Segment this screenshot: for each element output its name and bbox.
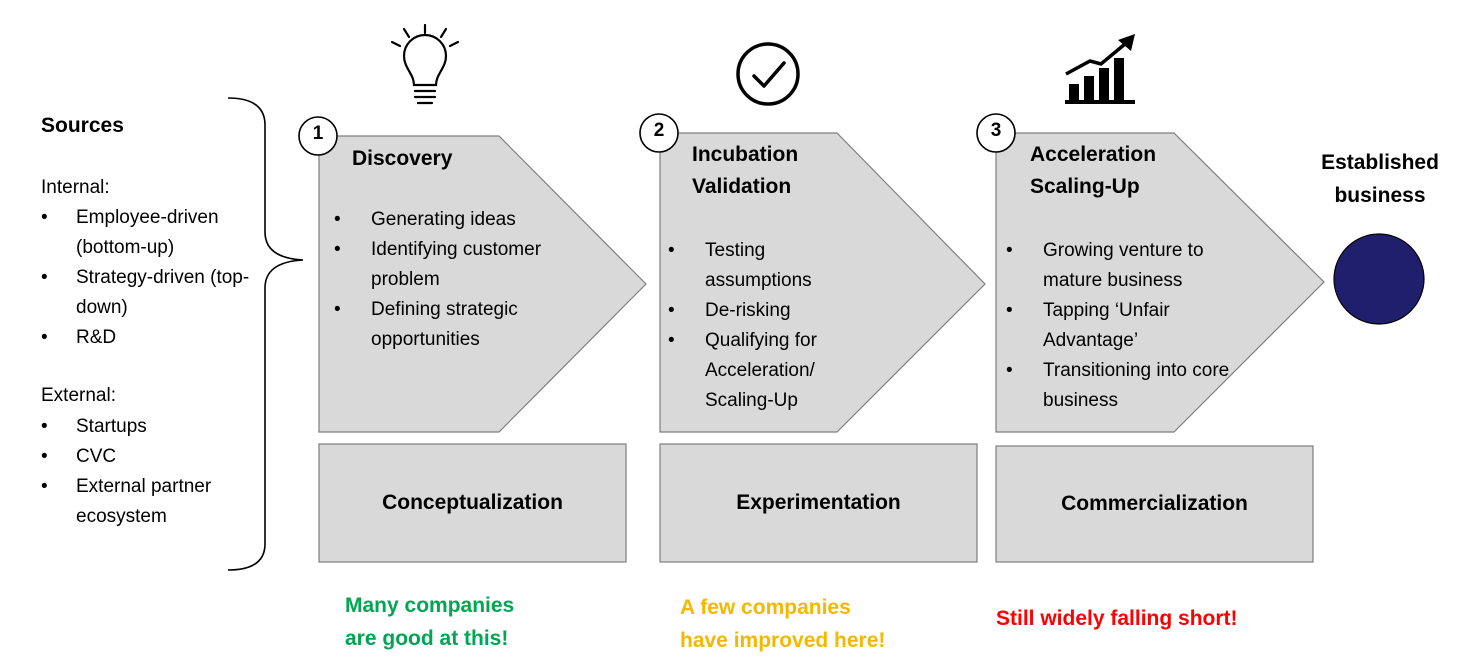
- list-item: Testing assumptions: [668, 236, 868, 296]
- stage-2-number: 2: [653, 120, 665, 141]
- stage-1-number-circle: [298, 116, 338, 156]
- sources-title: Sources: [41, 114, 124, 137]
- list-item: Transitioning into core business: [1006, 356, 1246, 416]
- list-item: R&D: [41, 323, 271, 353]
- list-item: De-risking: [668, 296, 868, 326]
- list-item: Defining strategic opportunities: [334, 295, 579, 355]
- checkmark-circle-icon: [736, 42, 800, 106]
- list-item: Identifying customer problem: [334, 235, 579, 295]
- lightbulb-icon: [390, 23, 460, 105]
- stage-2-items: Testing assumptions De-risking Qualifyin…: [668, 236, 868, 416]
- stage-3-number-circle: [976, 113, 1016, 153]
- stage-3-number: 3: [990, 120, 1002, 141]
- list-item: Qualifying for Acceleration/ Scaling-Up: [668, 326, 868, 416]
- stage-3-items: Growing venture to mature business Tappi…: [1006, 236, 1246, 416]
- stage-2-note: A few companies have improved here!: [680, 596, 886, 652]
- list-item: Strategy-driven (top-down): [41, 263, 271, 323]
- external-heading: External:: [41, 385, 116, 406]
- list-item: Employee-driven (bottom-up): [41, 203, 271, 263]
- phase-1-box: [318, 443, 627, 563]
- list-item: Startups: [41, 412, 271, 442]
- stage-3-title: Acceleration Scaling-Up: [1030, 143, 1157, 198]
- stage-1-number: 1: [312, 123, 324, 144]
- phase-2-label: Experimentation: [736, 491, 901, 514]
- internal-sources-list: Employee-driven (bottom-up) Strategy-dri…: [41, 203, 271, 353]
- list-item: Tapping ‘Unfair Advantage’: [1006, 296, 1246, 356]
- stage-1-items: Generating ideas Identifying customer pr…: [334, 205, 579, 355]
- established-business-circle: [1333, 233, 1425, 325]
- stage-3-note: Still widely falling short!: [996, 607, 1238, 630]
- external-sources-list: Startups CVC External partner ecosystem: [41, 412, 271, 532]
- list-item: Growing venture to mature business: [1006, 236, 1246, 296]
- list-item: CVC: [41, 442, 271, 472]
- internal-heading: Internal:: [41, 177, 110, 198]
- sources-brace: [227, 97, 304, 571]
- stage-2-title: Incubation Validation: [692, 143, 799, 198]
- phase-3-box: [995, 445, 1314, 563]
- stage-2-number-circle: [639, 113, 679, 153]
- list-item: Generating ideas: [334, 205, 579, 235]
- phase-1-label: Conceptualization: [382, 491, 563, 514]
- stage-1-note: Many companies are good at this!: [345, 594, 515, 650]
- stage-1-title: Discovery: [352, 147, 453, 170]
- growth-chart-icon: [1065, 34, 1135, 104]
- established-business-label: Established business: [1321, 151, 1439, 207]
- phase-3-label: Commercialization: [1061, 492, 1248, 515]
- phase-2-box: [659, 443, 978, 563]
- list-item: External partner ecosystem: [41, 472, 271, 532]
